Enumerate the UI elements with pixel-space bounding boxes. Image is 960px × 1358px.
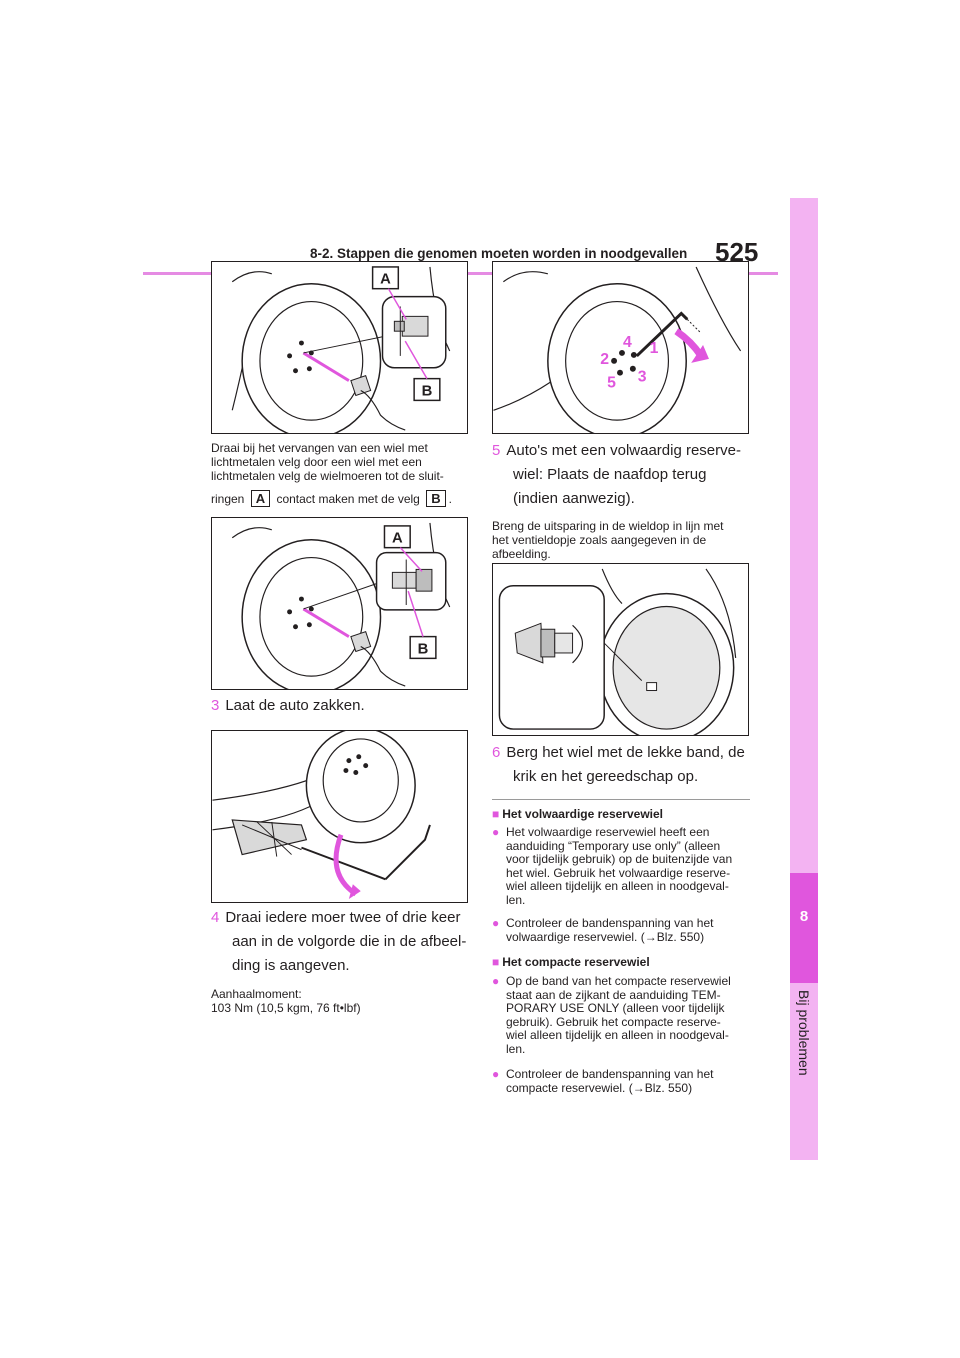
bullet-text-l4: het wiel. Gebruik het volwaardige reserv…	[506, 865, 731, 880]
bullet-full-spare-pressure: ● Controleer de bandenspanning van het v…	[492, 916, 754, 944]
bullet-text-l4: gebruik). Gebruik het compacte reserve-	[506, 1014, 721, 1029]
bullet-text-l1: Controleer de bandenspanning van het	[506, 1067, 714, 1081]
step-6-line2: krik en het gereedschap op.	[513, 768, 699, 785]
figure-hub-cap	[492, 563, 749, 736]
side-tab-label: Bij problemen	[796, 990, 812, 1076]
step-4-line1: Draai iedere moer twee of drie keer	[225, 909, 461, 926]
bullet-text-l5: wiel alleen tijdelijk en alleen in noodg…	[506, 1028, 729, 1042]
square-bullet-icon: ■	[492, 807, 500, 821]
caption-alloy-line1: Draai bij het vervangen van een wiel met	[211, 441, 428, 455]
order-number-3: 3	[638, 369, 647, 386]
order-number-4: 4	[623, 334, 632, 351]
bullet-dot-icon: ●	[492, 916, 500, 930]
bullet-text-l3: voor tijdelijk gebruik) op de buitenzijd…	[506, 852, 733, 866]
step-5-note-line2: het ventieldopje zoals aangegeven in de	[492, 533, 707, 547]
step-4-line2: aan in de volgorde die in de afbeel-	[232, 933, 467, 950]
section-rule	[492, 799, 750, 800]
bullet-text-l3: PORARY USE ONLY (alleen voor tijdelijk	[506, 1001, 725, 1015]
step-5-note-line1: Breng de uitsparing in de wieldop in lij…	[492, 519, 724, 533]
label-a-steel: A	[392, 531, 403, 547]
bullet-dot-icon: ●	[492, 825, 500, 839]
step-3-number: 3	[211, 697, 220, 714]
inline-label-a: A	[250, 490, 271, 507]
side-tab-number: 8	[799, 908, 809, 925]
caption-alloy-contact: contact maken met de velg	[276, 492, 420, 506]
inline-label-b: B	[426, 490, 446, 507]
caption-alloy-line3: lichtmetalen velg de wielmoeren tot de s…	[211, 469, 444, 483]
bullet-text-l1: Op de band van het compacte reservewiel	[506, 974, 731, 988]
step-4: 4 Draai iedere moer twee of drie keer	[211, 907, 460, 929]
order-number-2: 2	[600, 351, 609, 368]
step-6-number: 6	[492, 744, 501, 761]
bullet-text-l2: staat aan de zijkant de aanduiding TEM-	[506, 987, 721, 1002]
order-number-1: 1	[650, 340, 659, 357]
jack-illustration	[212, 731, 431, 900]
bullet-compact-spare-pressure: ● Controleer de bandenspanning van het c…	[492, 1067, 754, 1095]
step-5: 5 Auto's met een volwaardig reserve-	[492, 440, 741, 462]
bullet-full-spare-label: ● Het volwaardige reservewiel heeft een …	[492, 825, 754, 907]
bullet-dot-icon: ●	[492, 1067, 500, 1081]
bullet-text-l2: compacte reservewiel. (→Blz. 550)	[506, 1080, 693, 1095]
tightening-order-illustration: 4 1 2 5 3	[493, 266, 742, 433]
step-6: 6 Berg het wiel met de lekke band, de	[492, 742, 745, 764]
wheel-nut-illustration: A B	[231, 266, 451, 433]
square-bullet-icon: ■	[492, 955, 500, 969]
side-tab	[790, 198, 818, 1160]
bullet-text-l1: Controleer de bandenspanning van het	[506, 916, 714, 930]
step-5-number: 5	[492, 442, 501, 459]
torque-value: 103 Nm (10,5 kgm, 76 ft•lbf)	[211, 1001, 361, 1015]
torque-label: Aanhaalmoment:	[211, 987, 302, 1001]
section-full-spare-heading: ■Het volwaardige reservewiel	[492, 807, 663, 821]
step-5-line3: (indien aanwezig).	[513, 490, 635, 507]
order-number-5: 5	[607, 375, 616, 392]
figure-alloy-nut-contact: A B	[211, 261, 468, 434]
bullet-dot-icon: ●	[492, 974, 500, 988]
section-compact-spare-title: Het compacte reservewiel	[502, 955, 650, 969]
figure-tightening-order: 4 1 2 5 3	[492, 261, 749, 434]
step-3: 3 Laat de auto zakken.	[211, 695, 365, 717]
bullet-text-l2: aanduiding “Temporary use only” (alleen	[506, 838, 721, 853]
bullet-compact-spare-label: ● Op de band van het compacte reservewie…	[492, 974, 754, 1056]
figure-steel-nut-contact: A B	[211, 517, 468, 690]
step-5-line1: Auto's met een volwaardig reserve-	[506, 442, 741, 459]
bullet-text-l1: Het volwaardige reservewiel heeft een	[506, 825, 710, 839]
bullet-text-l2: volwaardige reservewiel. (→Blz. 550)	[506, 929, 705, 944]
step-4-line3: ding is aangeven.	[232, 957, 350, 974]
figure-lower-jack	[211, 730, 468, 903]
bullet-text-l5: wiel alleen tijdelijk en alleen in noodg…	[506, 879, 729, 893]
step-3-text: Laat de auto zakken.	[225, 697, 365, 714]
step-4-number: 4	[211, 909, 220, 926]
step-5-note-line3: afbeelding.	[492, 547, 551, 561]
bullet-text-l6: len.	[506, 1041, 526, 1056]
caption-alloy-end: .	[448, 492, 452, 506]
label-b-steel: B	[418, 641, 429, 657]
section-compact-spare-heading: ■Het compacte reservewiel	[492, 955, 650, 969]
label-a: A	[380, 272, 391, 288]
steel-nut-illustration: A B	[231, 522, 451, 689]
step-6-line1: Berg het wiel met de lekke band, de	[506, 744, 745, 761]
caption-alloy-line2: lichtmetalen velg door een wiel met een	[211, 455, 422, 469]
section-full-spare-title: Het volwaardige reservewiel	[502, 807, 663, 821]
hub-cap-illustration	[498, 568, 737, 735]
step-5-line2: wiel: Plaats de naafdop terug	[513, 466, 707, 483]
bullet-text-l6: len.	[506, 892, 526, 907]
caption-alloy-line4: ringen A contact maken met de velg B.	[211, 490, 452, 507]
label-b: B	[422, 383, 433, 399]
side-tab-active	[790, 873, 818, 983]
header-section-title: 8-2. Stappen die genomen moeten worden i…	[310, 246, 688, 261]
caption-alloy-rings: ringen	[211, 492, 245, 506]
